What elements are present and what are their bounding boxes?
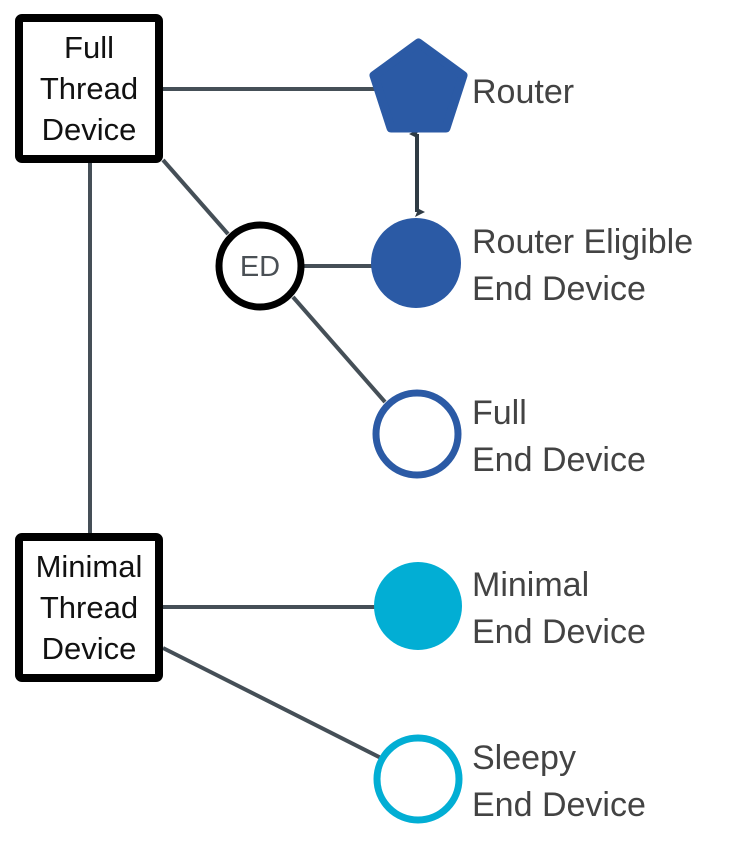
minimal-end-device-label-line-1: Minimal bbox=[472, 566, 589, 604]
node-full-end-device[interactable]: Full End Device bbox=[372, 389, 646, 479]
minimal-thread-device-line-2: Thread bbox=[40, 590, 138, 625]
router-label-line-1: Router bbox=[472, 73, 574, 111]
sleepy-end-device-label-line-1: Sleepy bbox=[472, 739, 576, 777]
edge-ed-to-fed bbox=[291, 295, 387, 404]
full-end-device-label-line-1: Full bbox=[472, 394, 527, 432]
full-thread-device-line-3: Device bbox=[42, 112, 137, 147]
node-router-eligible-end-device[interactable]: Router Eligible End Device bbox=[371, 218, 693, 308]
minimal-thread-device-line-3: Device bbox=[42, 631, 137, 666]
minimal-thread-device-line-1: Minimal bbox=[36, 549, 143, 584]
full-thread-device-line-2: Thread bbox=[40, 71, 138, 106]
node-router[interactable]: Router bbox=[369, 38, 574, 133]
minimal-end-device-label-line-2: End Device bbox=[472, 613, 646, 651]
full-thread-device-line-1: Full bbox=[64, 30, 114, 65]
full-end-device-circle[interactable] bbox=[372, 389, 462, 479]
end-device-circle[interactable] bbox=[215, 221, 305, 311]
router-eligible-end-device-label-line-2: End Device bbox=[472, 270, 646, 308]
sleepy-end-device-circle[interactable] bbox=[373, 734, 463, 824]
node-sleepy-end-device[interactable]: Sleepy End Device bbox=[373, 734, 646, 824]
full-end-device-label-line-2: End Device bbox=[472, 441, 646, 479]
connector-layer bbox=[88, 87, 425, 762]
node-minimal-end-device[interactable]: Minimal End Device bbox=[374, 562, 646, 651]
edge-ftd-to-ed bbox=[161, 158, 230, 236]
end-device-label: ED bbox=[240, 251, 280, 283]
minimal-thread-device-box[interactable] bbox=[15, 533, 163, 682]
router-eligible-end-device-circle[interactable] bbox=[371, 218, 461, 308]
node-end-device[interactable]: ED bbox=[215, 221, 305, 311]
group-minimal-thread-device[interactable]: Minimal Thread Device bbox=[15, 533, 163, 682]
minimal-end-device-circle[interactable] bbox=[374, 562, 462, 650]
group-full-thread-device[interactable]: Full Thread Device bbox=[15, 14, 163, 163]
router-pentagon[interactable] bbox=[369, 38, 468, 133]
edge-mtd-to-sed bbox=[162, 646, 386, 762]
full-thread-device-box[interactable] bbox=[15, 14, 163, 163]
sleepy-end-device-label-line-2: End Device bbox=[472, 786, 646, 824]
router-eligible-end-device-label-line-1: Router Eligible bbox=[472, 223, 693, 261]
